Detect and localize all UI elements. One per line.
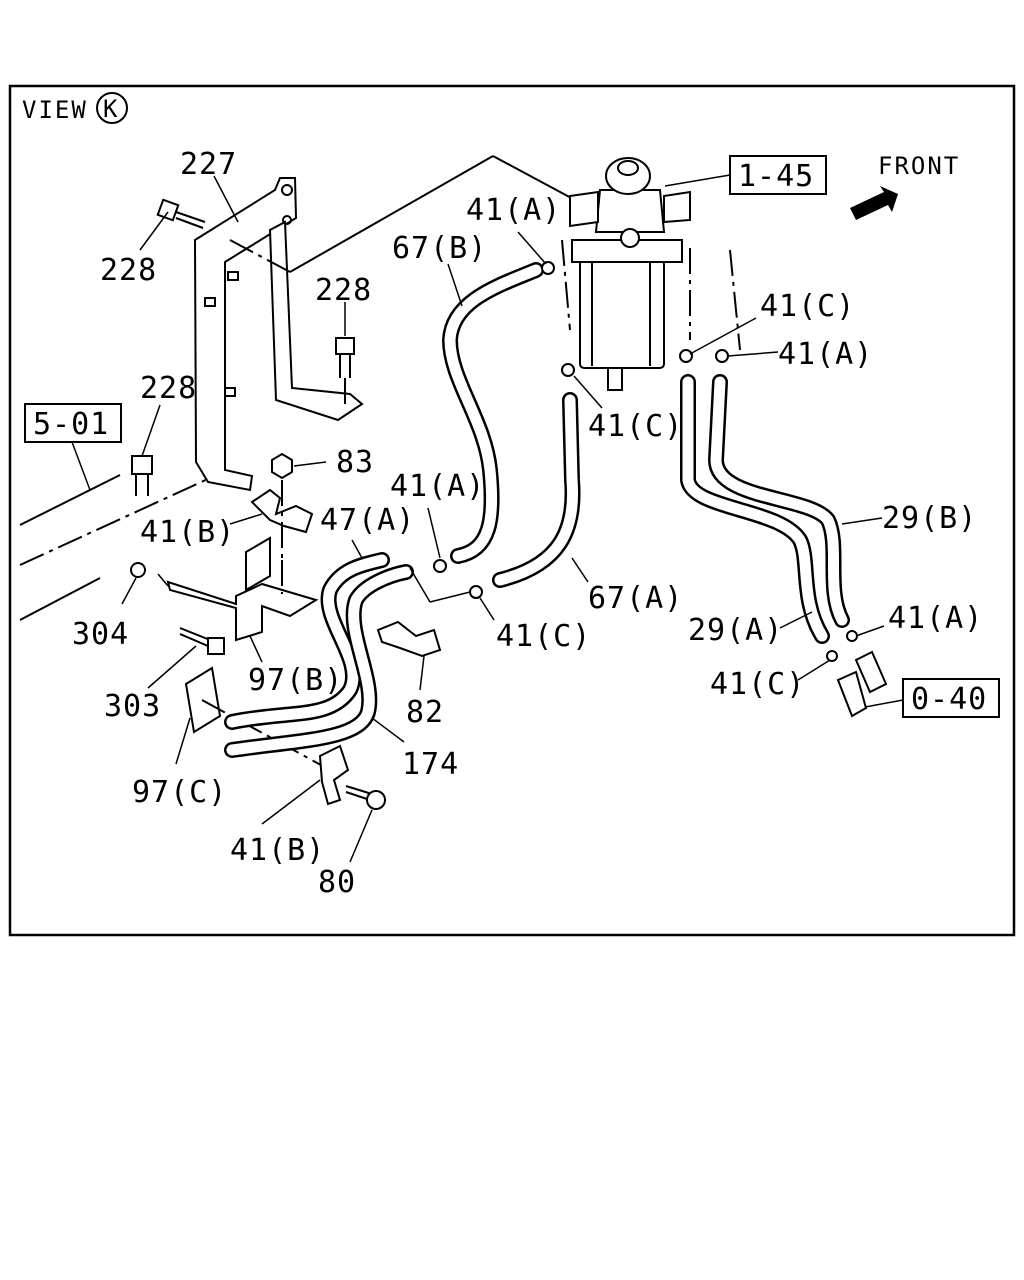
- label-97c: 97(C): [132, 775, 227, 810]
- label-228-low: 228: [140, 371, 197, 406]
- fuel-filter-1-45: [561, 157, 741, 391]
- label-47a: 47(A): [320, 503, 415, 538]
- clip-41b-bottom: [318, 744, 350, 806]
- hose-47a: [224, 552, 390, 730]
- label-228-mid: 228: [315, 273, 372, 308]
- dash-clip-link-2: [429, 591, 471, 603]
- ref-box-5-01: 5-01: [24, 403, 122, 443]
- plate-97c: [184, 666, 331, 771]
- view-letter-circle: [96, 92, 128, 124]
- label-41a-top: 41(A): [466, 193, 561, 228]
- bolt-228-low: [131, 455, 153, 496]
- hose-67b: [442, 262, 544, 564]
- svg-text:0-40: 0-40: [911, 682, 987, 717]
- label-41b-bottom: 41(B): [230, 833, 325, 868]
- label-29a: 29(A): [688, 613, 783, 648]
- hose-29a: [680, 374, 830, 644]
- label-41a-right: 41(A): [778, 337, 873, 372]
- leader-1-45: [664, 174, 731, 187]
- label-174: 174: [402, 747, 459, 782]
- label-29b: 29(B): [882, 501, 977, 536]
- clamp-41b-top: [250, 480, 314, 560]
- label-41c-right: 41(C): [760, 289, 855, 324]
- label-41c-low: 41(C): [496, 619, 591, 654]
- label-41c-far: 41(C): [710, 667, 805, 702]
- leader-0-40: [859, 699, 904, 709]
- fittings-0-40: [836, 650, 888, 718]
- label-67a: 67(A): [588, 581, 683, 616]
- label-41a-far: 41(A): [888, 601, 983, 636]
- bolt-80: [345, 785, 386, 810]
- frame-rail: [19, 474, 211, 621]
- bracket-link-to-filter-2: [492, 155, 576, 201]
- label-97b: 97(B): [248, 663, 343, 698]
- front-arrow-icon: [850, 186, 898, 220]
- nut-304: [130, 562, 146, 578]
- bolt-303: [179, 627, 225, 655]
- hose-67a: [492, 392, 581, 588]
- label-303: 303: [104, 689, 161, 724]
- view-letter: K: [103, 95, 119, 123]
- front-label: FRONT: [878, 152, 960, 180]
- bracket-227: [193, 177, 364, 492]
- label-80: 80: [318, 865, 356, 900]
- bracket-link-to-filter: [289, 155, 494, 273]
- ref-box-1-45: 1-45: [729, 155, 827, 195]
- leader-5-01: [71, 441, 91, 491]
- label-41b-top: 41(B): [140, 515, 235, 550]
- leader-lines: [121, 175, 885, 863]
- nut-83: [271, 452, 293, 480]
- label-83: 83: [336, 445, 374, 480]
- label-227: 227: [180, 147, 237, 182]
- hose-29b: [708, 374, 850, 628]
- label-41a-mid: 41(A): [390, 469, 485, 504]
- label-41c-mid: 41(C): [588, 409, 683, 444]
- label-304: 304: [72, 617, 129, 652]
- view-label: VIEW: [22, 96, 88, 124]
- ref-box-0-40: 0-40: [902, 678, 1000, 718]
- hose-174: [224, 564, 414, 758]
- diagram-frame: [8, 84, 1016, 937]
- bracket-97b: [166, 536, 319, 642]
- label-82: 82: [406, 695, 444, 730]
- svg-text:1-45: 1-45: [738, 159, 814, 194]
- bolt-228-mid: [335, 337, 355, 408]
- bolt-228-top: [156, 198, 206, 229]
- dash-clip-link: [409, 567, 431, 603]
- clip-82: [376, 620, 442, 658]
- hose-clips: [433, 261, 858, 662]
- svg-text:5-01: 5-01: [33, 407, 109, 442]
- dashdot-bracket-to-filter: [229, 239, 291, 273]
- label-67b: 67(B): [392, 231, 487, 266]
- label-228-top: 228: [100, 253, 157, 288]
